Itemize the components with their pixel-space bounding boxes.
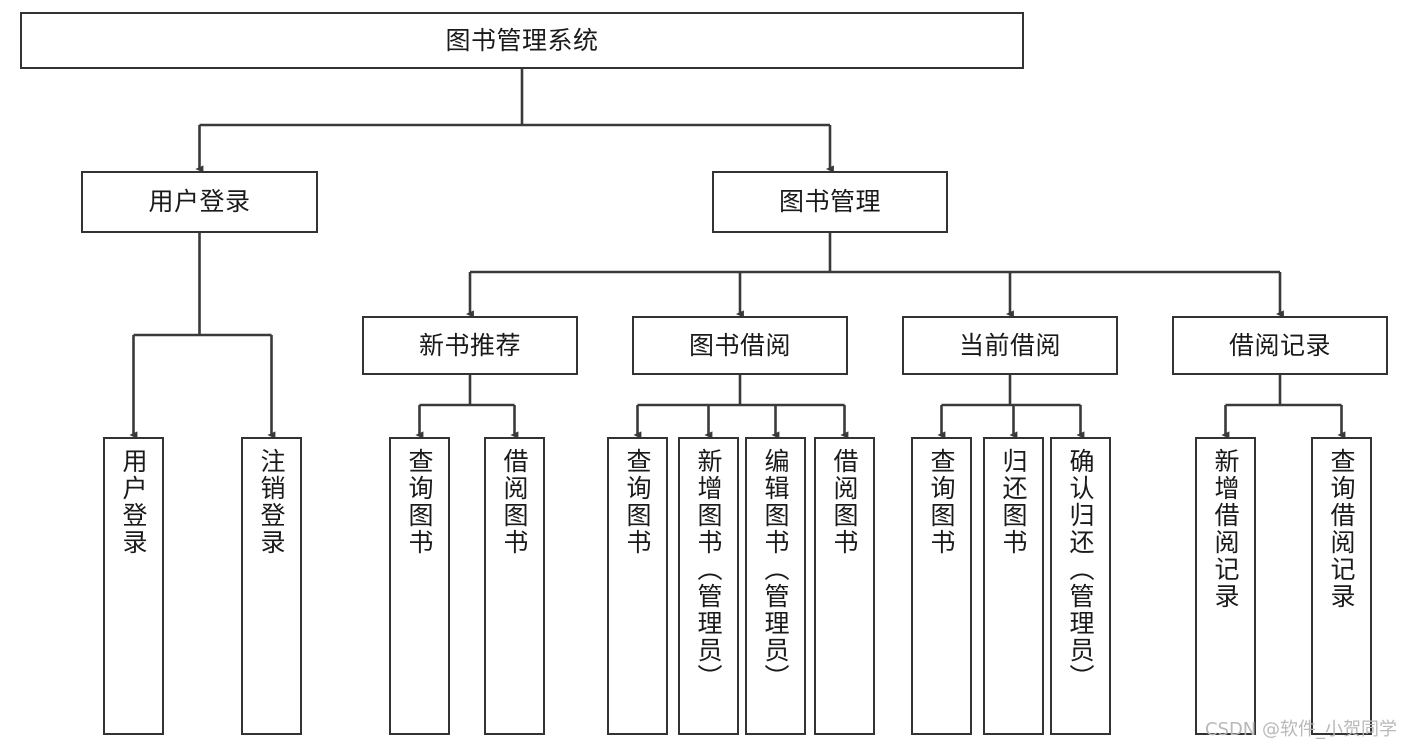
node-leaf-borrow-book[interactable]: 借阅图书: [814, 437, 875, 735]
node-label: 图书管理: [778, 187, 881, 216]
node-label: 查询图书: [623, 448, 652, 556]
node-label: 确认归还（管理员）: [1066, 448, 1095, 691]
node-label: 新增图书（管理员）: [694, 448, 723, 691]
node-label: 新书推荐: [418, 330, 521, 360]
node-new-book-rec[interactable]: 新书推荐: [362, 316, 578, 375]
node-label: 归还图书: [999, 448, 1028, 556]
node-label: 借阅图书: [830, 448, 859, 556]
edge-trunk-root: [199, 69, 830, 127]
node-label: 新增借阅记录: [1211, 448, 1240, 610]
node-label: 图书借阅: [688, 330, 791, 360]
node-label: 查询图书: [927, 448, 956, 556]
node-leaf-user-login[interactable]: 用户登录: [103, 437, 164, 735]
node-label: 当前借阅: [958, 330, 1061, 360]
node-leaf-query-book-rec[interactable]: 查询图书: [389, 437, 450, 735]
node-leaf-edit-book[interactable]: 编辑图书（管理员）: [745, 437, 806, 735]
node-label: 用户登录: [148, 187, 251, 216]
edge-trunk-current-borrow: [941, 375, 1081, 407]
edge-trunk-book-manage: [470, 233, 1280, 274]
node-user-login[interactable]: 用户登录: [81, 171, 318, 233]
node-leaf-query-book-cur[interactable]: 查询图书: [911, 437, 972, 735]
edge-trunk-book-borrow: [637, 375, 845, 407]
node-leaf-confirm-return[interactable]: 确认归还（管理员）: [1050, 437, 1111, 735]
node-label: 借阅图书: [500, 448, 529, 556]
node-label: 借阅记录: [1228, 330, 1331, 360]
node-leaf-add-record[interactable]: 新增借阅记录: [1195, 437, 1256, 735]
node-label: 用户登录: [119, 448, 148, 556]
edge-trunk-new-book-rec: [419, 375, 515, 407]
node-borrow-record[interactable]: 借阅记录: [1172, 316, 1388, 375]
node-book-borrow[interactable]: 图书借阅: [632, 316, 848, 375]
node-current-borrow[interactable]: 当前借阅: [902, 316, 1118, 375]
edge-trunk-user-login: [133, 233, 272, 337]
node-label: 编辑图书（管理员）: [761, 448, 790, 691]
node-book-manage[interactable]: 图书管理: [712, 171, 948, 233]
node-label: 查询借阅记录: [1327, 448, 1356, 610]
node-root[interactable]: 图书管理系统: [20, 12, 1024, 69]
node-label: 图书管理系统: [445, 25, 599, 55]
node-label: 注销登录: [257, 448, 286, 556]
node-label: 查询图书: [405, 448, 434, 556]
edge-trunk-borrow-record: [1225, 375, 1342, 407]
node-leaf-query-record[interactable]: 查询借阅记录: [1311, 437, 1372, 735]
node-leaf-add-book[interactable]: 新增图书（管理员）: [678, 437, 739, 735]
node-leaf-logout[interactable]: 注销登录: [241, 437, 302, 735]
node-leaf-borrow-book-rec[interactable]: 借阅图书: [484, 437, 545, 735]
node-leaf-query-book-borrow[interactable]: 查询图书: [607, 437, 668, 735]
watermark-label: CSDN @软件_小贺同学: [1204, 719, 1397, 740]
node-leaf-return-book[interactable]: 归还图书: [983, 437, 1044, 735]
